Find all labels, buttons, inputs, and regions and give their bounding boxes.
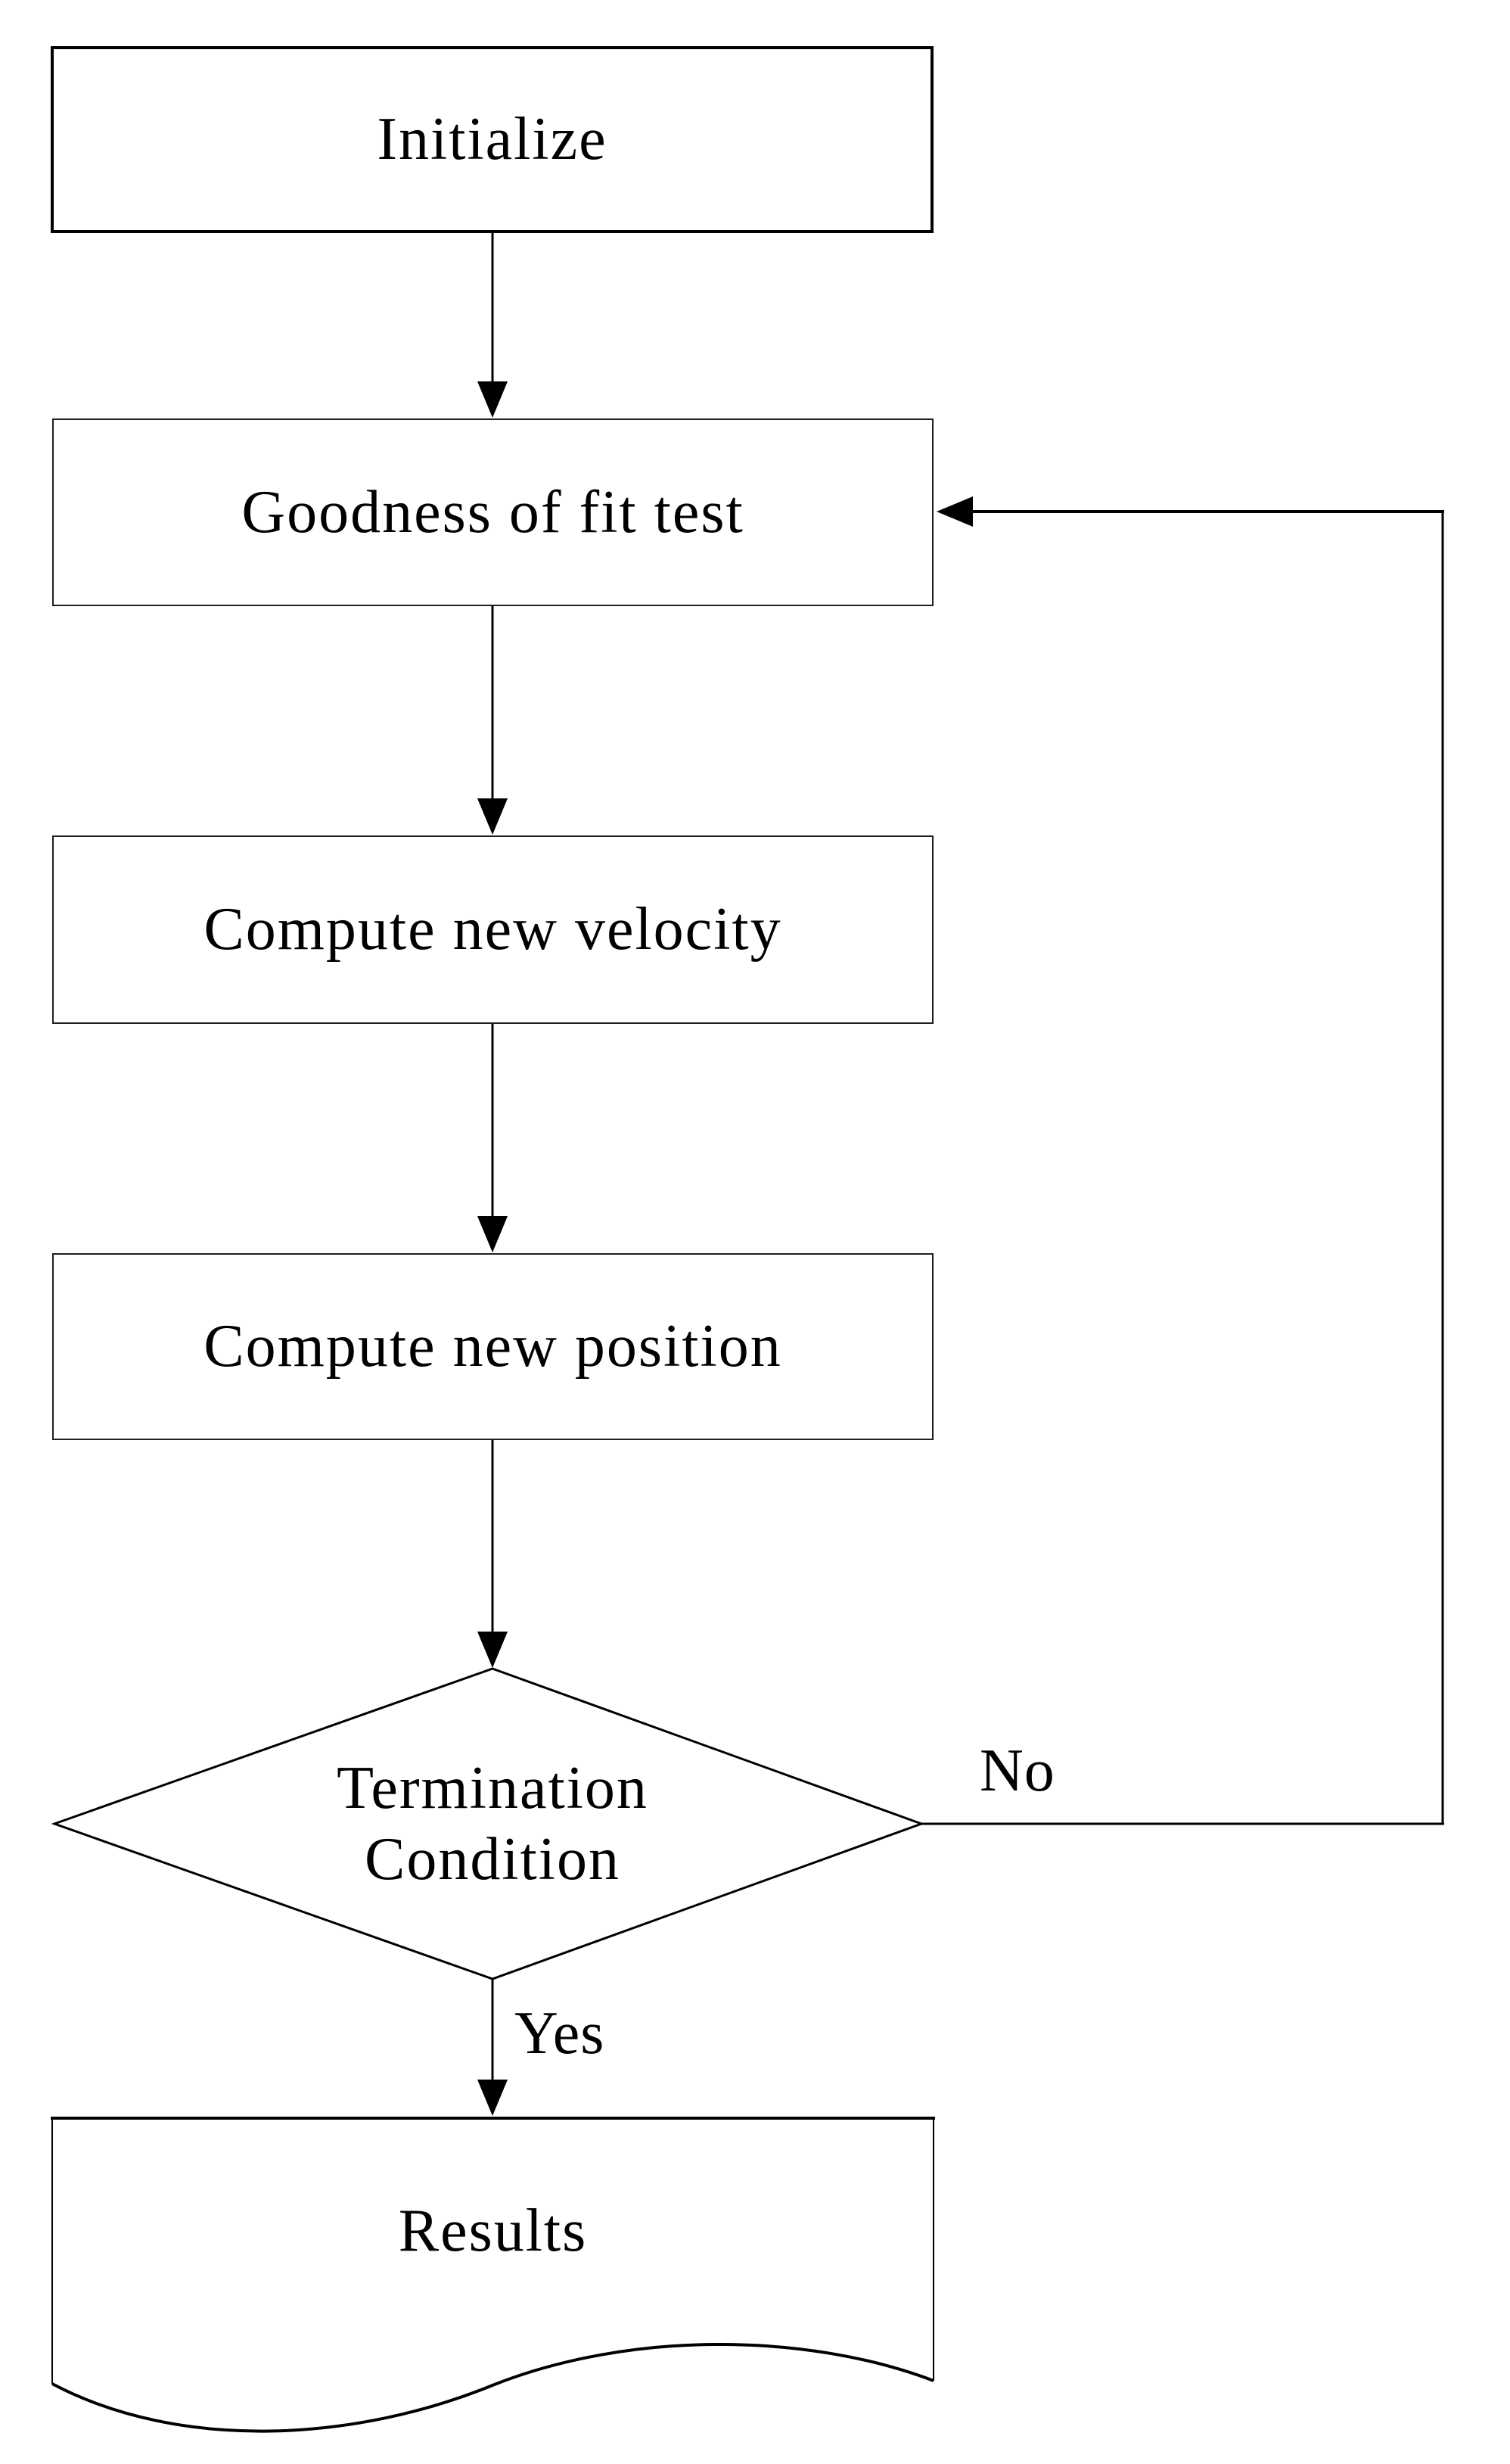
results-document-wave-edge: [51, 2343, 934, 2433]
branch-label-yes: Yes: [514, 2000, 605, 2067]
node-termination-condition: Termination Condition: [182, 1669, 803, 1979]
node-results-label: Results: [398, 2198, 588, 2265]
arrowhead-back-into-goodness: [937, 496, 973, 527]
node-compute-velocity: Compute new velocity: [52, 835, 934, 1024]
node-results: Results: [52, 2117, 934, 2346]
arrowhead-into-results: [477, 2080, 508, 2116]
node-compute-velocity-label: Compute new velocity: [204, 896, 782, 963]
branch-label-no: No: [980, 1738, 1055, 1804]
arrowhead-into-velocity: [477, 798, 508, 835]
node-initialize-label: Initialize: [377, 106, 607, 173]
arrowhead-into-termination: [477, 1632, 508, 1668]
node-compute-position-label: Compute new position: [204, 1313, 782, 1380]
node-termination-label: Termination Condition: [337, 1753, 648, 1896]
termination-label-line1: Termination: [337, 1754, 648, 1822]
node-goodness-of-fit-label: Goodness of fit test: [241, 478, 744, 546]
arrowhead-into-position: [477, 1216, 508, 1252]
node-compute-position: Compute new position: [52, 1253, 934, 1440]
node-initialize: Initialize: [51, 46, 934, 233]
arrowhead-into-goodness: [477, 381, 508, 418]
termination-label-line2: Condition: [364, 1826, 621, 1893]
node-goodness-of-fit: Goodness of fit test: [52, 418, 934, 606]
